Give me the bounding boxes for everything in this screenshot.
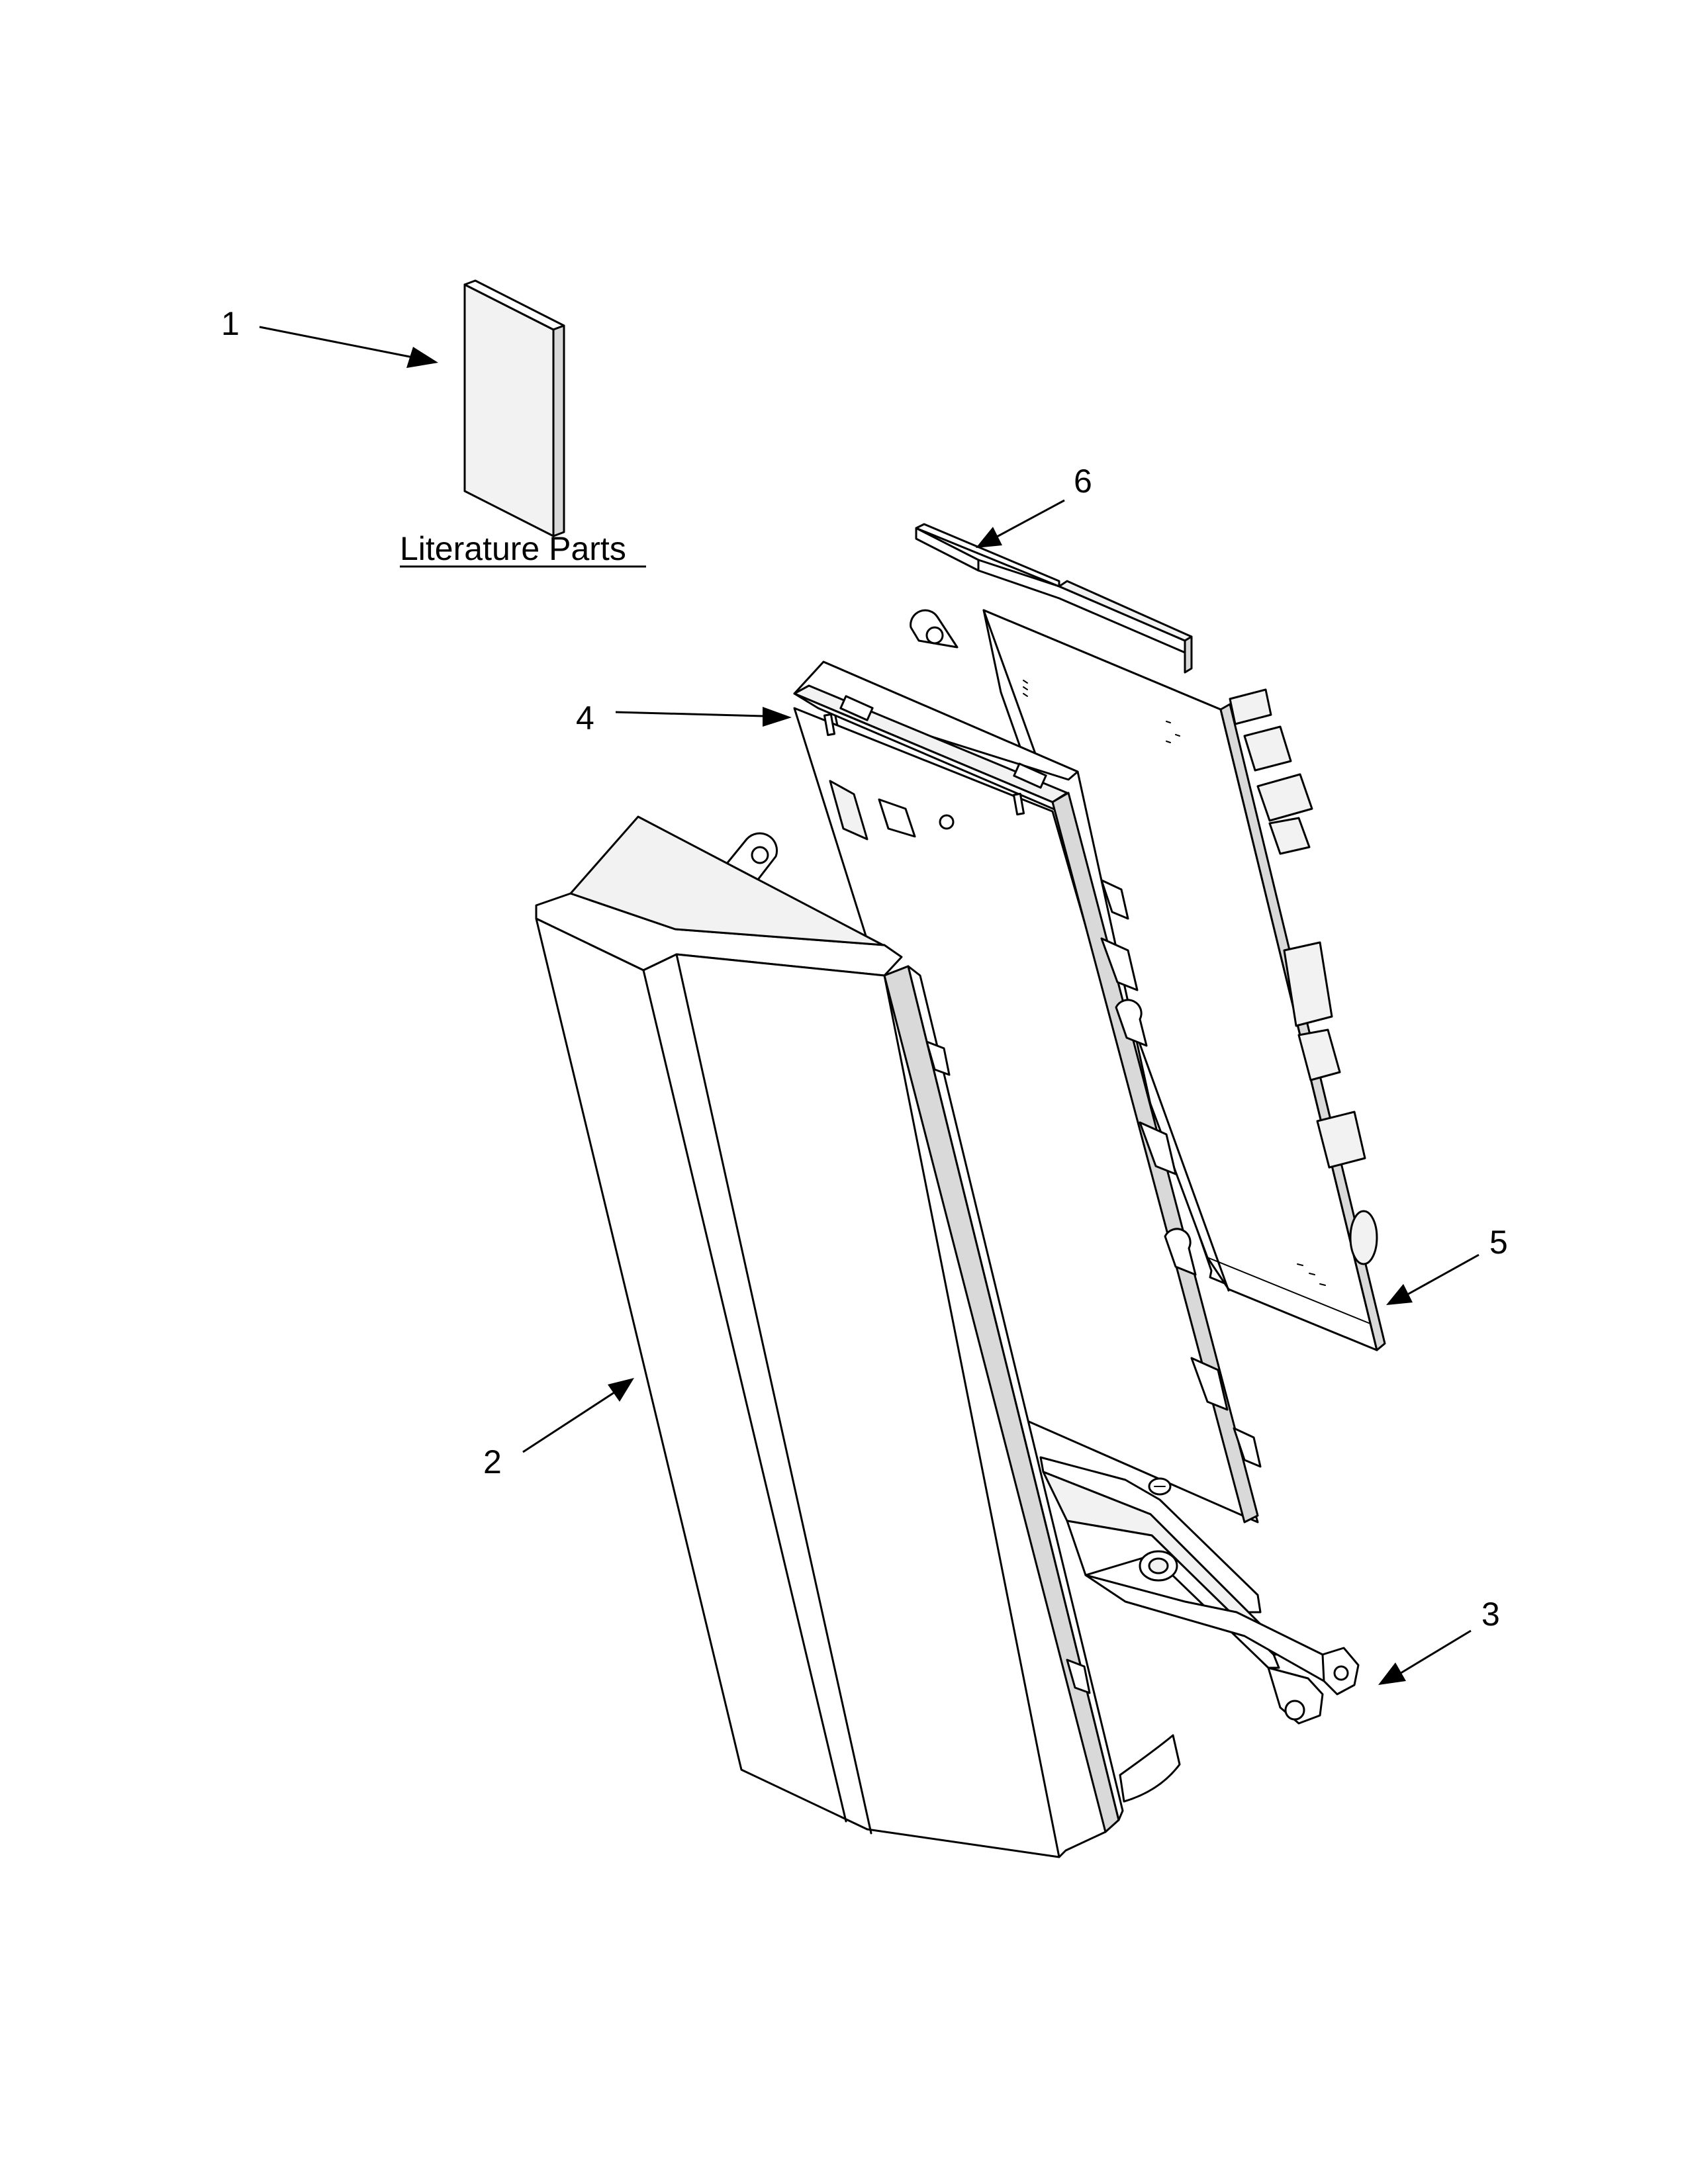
callout-4[interactable]: 4 — [576, 700, 792, 737]
callout-2[interactable]: 2 — [483, 1378, 634, 1480]
callout-6[interactable]: 6 — [976, 463, 1092, 548]
callout-label-6: 6 — [1074, 463, 1092, 500]
leader-line-3 — [1400, 1629, 1472, 1674]
leader-line-2 — [522, 1391, 615, 1453]
part-2-front-cover[interactable] — [535, 815, 1181, 1858]
arrowhead-1 — [406, 347, 438, 368]
arrowhead-6 — [976, 527, 1002, 548]
callout-5[interactable]: 5 — [1386, 1224, 1508, 1305]
literature-booklet[interactable] — [463, 279, 565, 537]
callout-label-1: 1 — [221, 305, 240, 342]
callout-3[interactable]: 3 — [1378, 1596, 1500, 1685]
part-4-housing[interactable] — [793, 609, 1262, 1524]
part-6-top-strip[interactable] — [915, 523, 1193, 674]
part-3-lever-arm[interactable] — [1039, 1456, 1360, 1725]
callout-label-5: 5 — [1489, 1224, 1508, 1261]
callout-label-2: 2 — [483, 1443, 502, 1480]
arrowhead-3 — [1378, 1662, 1406, 1685]
callout-1[interactable]: 1 — [221, 305, 438, 368]
callout-label-4: 4 — [576, 700, 594, 737]
arrowhead-4 — [763, 707, 792, 727]
literature-parts-label: Literature Parts — [400, 530, 626, 567]
leader-line-6 — [995, 499, 1065, 539]
leader-line-1 — [259, 326, 414, 359]
arrowhead-2 — [608, 1378, 634, 1402]
leader-line-5 — [1407, 1253, 1479, 1296]
arrowhead-5 — [1386, 1284, 1413, 1305]
leader-line-4 — [615, 711, 765, 717]
callout-label-3: 3 — [1481, 1596, 1500, 1633]
